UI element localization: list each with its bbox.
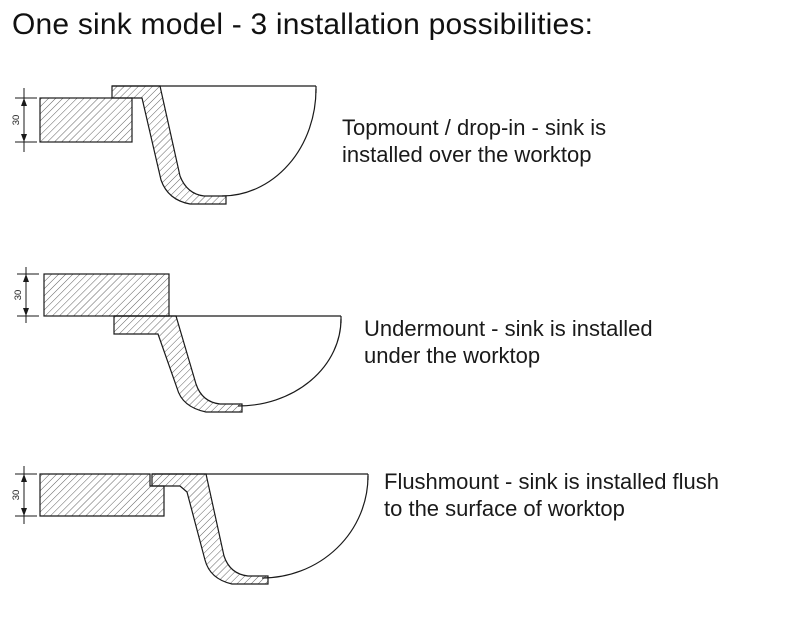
worktop-cross-section xyxy=(43,273,170,317)
sink-cross-section xyxy=(111,85,317,205)
flushmount-diagram: 30 xyxy=(11,466,369,585)
topmount-diagram: 30 xyxy=(11,85,317,205)
page: One sink model - 3 installation possibil… xyxy=(10,8,800,592)
thickness-dimension: 30 xyxy=(11,466,37,524)
undermount-diagram: 30 xyxy=(13,267,342,413)
flushmount-label: Flushmount - sink is installed flush to … xyxy=(384,469,720,522)
dimension-value: 30 xyxy=(11,115,22,126)
undermount-label: Undermount - sink is installed under the… xyxy=(364,315,653,368)
page-title: One sink model - 3 installation possibil… xyxy=(12,8,594,41)
thickness-dimension: 30 xyxy=(13,267,39,323)
installation-row-undermount: 30 Undermount - sink is installed under … xyxy=(10,266,800,418)
thickness-dimension: 30 xyxy=(11,88,37,152)
dimension-value: 30 xyxy=(11,490,22,501)
worktop-cross-section xyxy=(39,473,165,517)
sink-cross-section xyxy=(113,315,342,413)
dimension-value: 30 xyxy=(13,290,24,301)
topmount-label: Topmount / drop-in - sink is installed o… xyxy=(342,114,607,167)
worktop-cross-section xyxy=(39,97,133,143)
sink-cross-section xyxy=(151,473,369,585)
installation-row-topmount: 30 Topmount / drop-in - sink is installe… xyxy=(10,80,800,216)
installation-row-flushmount: 30 Flushmount - sink is installed flush … xyxy=(10,464,800,592)
